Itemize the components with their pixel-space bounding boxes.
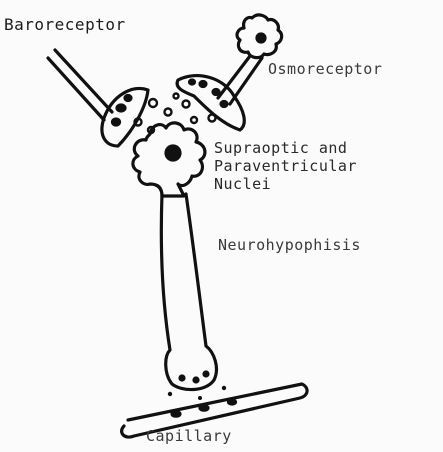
osmoreceptor-cell: [237, 15, 282, 58]
nuclei-label: Supraoptic and Paraventricular Nuclei: [214, 139, 357, 193]
baroreceptor-label: Baroreceptor: [4, 16, 126, 34]
capillary-label: Capillary: [146, 427, 232, 445]
osmoreceptor-label: Osmoreceptor: [268, 60, 382, 78]
baroreceptor-terminal: [102, 88, 148, 146]
osmoreceptor-axon: [218, 56, 262, 104]
neurosecretory-cell-body: [133, 123, 205, 196]
neurosecretory-axon: [161, 194, 216, 390]
neurohypophysis-label: Neurohypophisis: [218, 236, 361, 254]
baroreceptor-fiber: [48, 50, 112, 120]
